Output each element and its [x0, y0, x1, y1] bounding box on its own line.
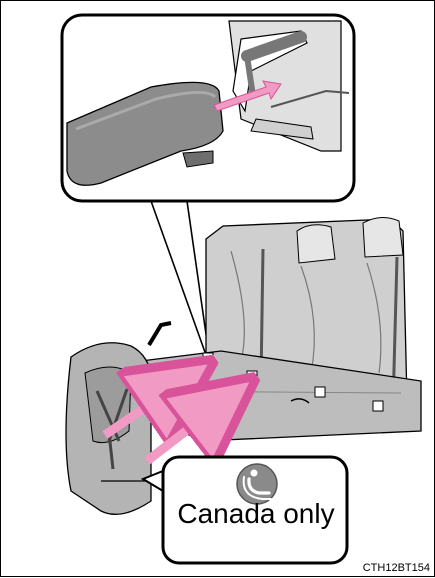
- figure-code: CTH12BT154: [363, 562, 430, 574]
- rear-seat: [121, 217, 421, 441]
- canada-only-label: Canada only: [167, 498, 345, 530]
- zoom-detail: [62, 15, 354, 201]
